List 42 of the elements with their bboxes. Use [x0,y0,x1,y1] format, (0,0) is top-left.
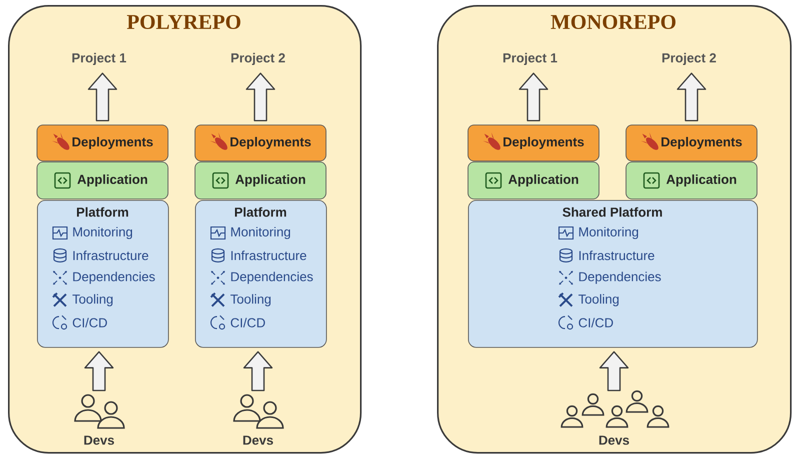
application-box: Application [194,162,326,200]
block-arrow [88,72,118,122]
platform-item: Monitoring [579,226,638,240]
devs-label: Devs [243,436,273,445]
block-arrow [243,351,273,392]
project-label: Project 2 [662,52,716,66]
application-box: Application [36,162,168,200]
devs-label: Devs [84,436,114,445]
block-arrow [84,351,114,392]
platform-item: Dependencies [73,272,155,284]
panel-title: POLYREPO [127,14,240,30]
deployments-box: Deployments [626,124,758,162]
platform-item: Tooling [72,294,113,306]
application-box: Application [626,162,758,200]
platform-item: Dependencies [231,272,313,284]
platform-heading: Platform [77,207,128,217]
block-arrow [676,72,706,122]
platform-item: Infrastructure [231,250,306,260]
application-box: Application [468,162,600,200]
platform-item: Tooling [230,294,271,306]
panel-title: MONOREPO [550,14,676,30]
platform-item: Tooling [578,294,619,306]
platform-item: Monitoring [231,226,290,240]
platform-item: CI/CD [578,318,613,328]
platform-item: Dependencies [579,272,661,284]
project-label: Project 1 [503,52,558,66]
platform-item: CI/CD [72,318,107,328]
deployments-box: Deployments [194,124,326,162]
deployments-box: Deployments [36,124,168,162]
platform-heading: Shared Platform [562,207,662,217]
platform-item: Infrastructure [73,250,148,260]
project-label: Project 2 [231,52,285,66]
platform-heading: Platform [235,207,286,217]
block-arrow [518,72,548,122]
deployments-box: Deployments [468,124,600,162]
platform-item: CI/CD [230,318,265,328]
block-arrow [599,351,629,392]
project-label: Project 1 [72,52,126,66]
platform-item: Monitoring [73,226,132,240]
block-arrow [246,72,276,122]
platform-item: Infrastructure [579,250,654,260]
devs-label: Devs [599,436,629,445]
